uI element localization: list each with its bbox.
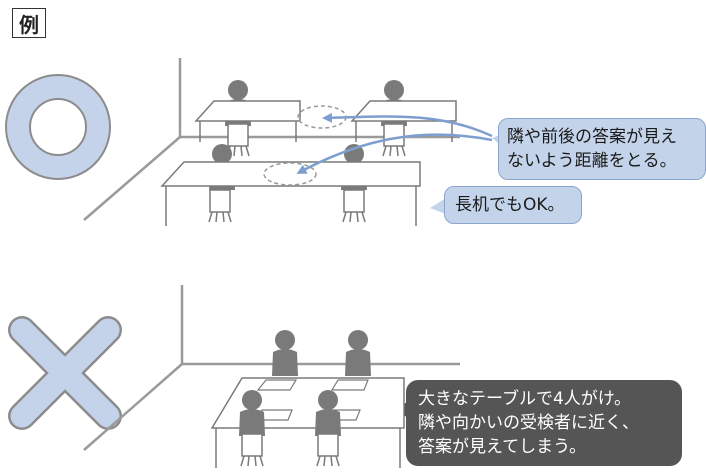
bubble-line: 隣や向かいの受検者に近く、 [418, 413, 639, 433]
answer-sheet [330, 379, 369, 391]
bubble-line: ないよう距離をとる。 [507, 151, 677, 171]
answer-sheet [256, 379, 298, 391]
table-four-seats [210, 330, 405, 468]
bubble-distance: 隣や前後の答案が見え ないよう距離をとる。 [498, 118, 706, 180]
bubble-bad-example: 大きなテーブルで4人がけ。 隣や向かいの受検者に近く、 答案が見えてしまう。 [406, 380, 682, 466]
arrow-icon [322, 112, 493, 138]
desk-back-left [194, 80, 301, 157]
bubble-tail [430, 198, 446, 214]
room-correct [83, 58, 460, 221]
empty-space-marker [263, 162, 317, 186]
long-desk [160, 144, 421, 226]
arrow-icon [296, 133, 493, 174]
bubble-line: 答案が見えてしまう。 [418, 437, 587, 457]
room-wrong [83, 285, 460, 451]
bubble-line: 長机でもOK。 [455, 195, 565, 215]
example-label: 例 [12, 8, 46, 38]
bubble-line: 隣や前後の答案が見え [507, 127, 677, 147]
bubble-long-desk: 長机でもOK。 [444, 186, 582, 224]
bubble-line: 大きなテーブルで4人がけ。 [418, 389, 631, 409]
circle-icon [5, 74, 111, 180]
cross-icon [8, 316, 122, 430]
